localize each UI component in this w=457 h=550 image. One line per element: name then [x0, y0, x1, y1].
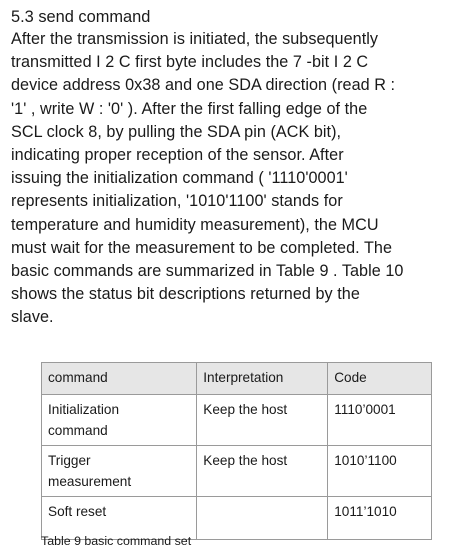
paragraph-line: basic commands are summarized in Table 9… [11, 262, 404, 281]
paragraph-line: device address 0x38 and one SDA directio… [11, 76, 396, 95]
table-row: Trigger measurement Keep the host 1010’1… [40, 445, 432, 497]
paragraph-line: represents initialization, '1010'1100' s… [11, 192, 343, 211]
table-row: Initialization command Keep the host 111… [40, 394, 432, 446]
paragraph-line: '1' , write W : '0' ). After the first f… [11, 99, 368, 118]
table-caption: Table 9 basic command set [41, 534, 192, 548]
cell-code: 1011’1010 [327, 496, 432, 540]
paragraph-line: slave. [11, 308, 54, 327]
cell-command-line: Soft reset [48, 504, 107, 519]
paragraph-line: must wait for the measurement to be comp… [11, 238, 392, 257]
cell-command: Soft reset [40, 496, 198, 540]
cell-command-line: Trigger [48, 453, 91, 468]
paragraph-line: SCL clock 8, by pulling the SDA pin (ACK… [11, 122, 342, 141]
paragraph-line: transmitted I 2 C first byte includes th… [11, 53, 369, 72]
cell-interpretation: Keep the host [196, 394, 329, 446]
cell-command: Trigger measurement [40, 445, 198, 497]
cell-command-line: Initialization [48, 402, 120, 417]
table-row: Soft reset 1011’1010 [40, 496, 432, 540]
header-code: Code [327, 362, 432, 395]
document-body: 5.3 send command After the transmission … [11, 6, 451, 330]
paragraph-line: temperature and humidity measurement), t… [11, 215, 379, 234]
cell-code: 1110’0001 [327, 394, 432, 446]
table-header: command Interpretation Code [40, 362, 432, 395]
table-body: Initialization command Keep the host 111… [40, 394, 432, 540]
cell-command-line: command [48, 423, 108, 438]
paragraph-line: shows the status bit descriptions return… [11, 285, 360, 304]
cell-code: 1010’1100 [327, 445, 432, 497]
section-title: 5.3 send command [11, 8, 151, 26]
header-interpretation: Interpretation [196, 362, 329, 395]
command-table: command Interpretation Code Initializati… [40, 362, 432, 540]
cell-interpretation [196, 496, 329, 540]
cell-command: Initialization command [40, 394, 198, 446]
header-command: command [40, 362, 198, 395]
cell-command-line: measurement [48, 474, 132, 489]
paragraph-line: issuing the initialization command ( '11… [11, 169, 348, 188]
paragraph-line: indicating proper reception of the senso… [11, 146, 344, 165]
body-paragraph: After the transmission is initiated, the… [11, 28, 451, 330]
cell-interpretation: Keep the host [196, 445, 329, 497]
paragraph-line: After the transmission is initiated, the… [11, 30, 379, 48]
table-header-row: command Interpretation Code [40, 362, 432, 395]
